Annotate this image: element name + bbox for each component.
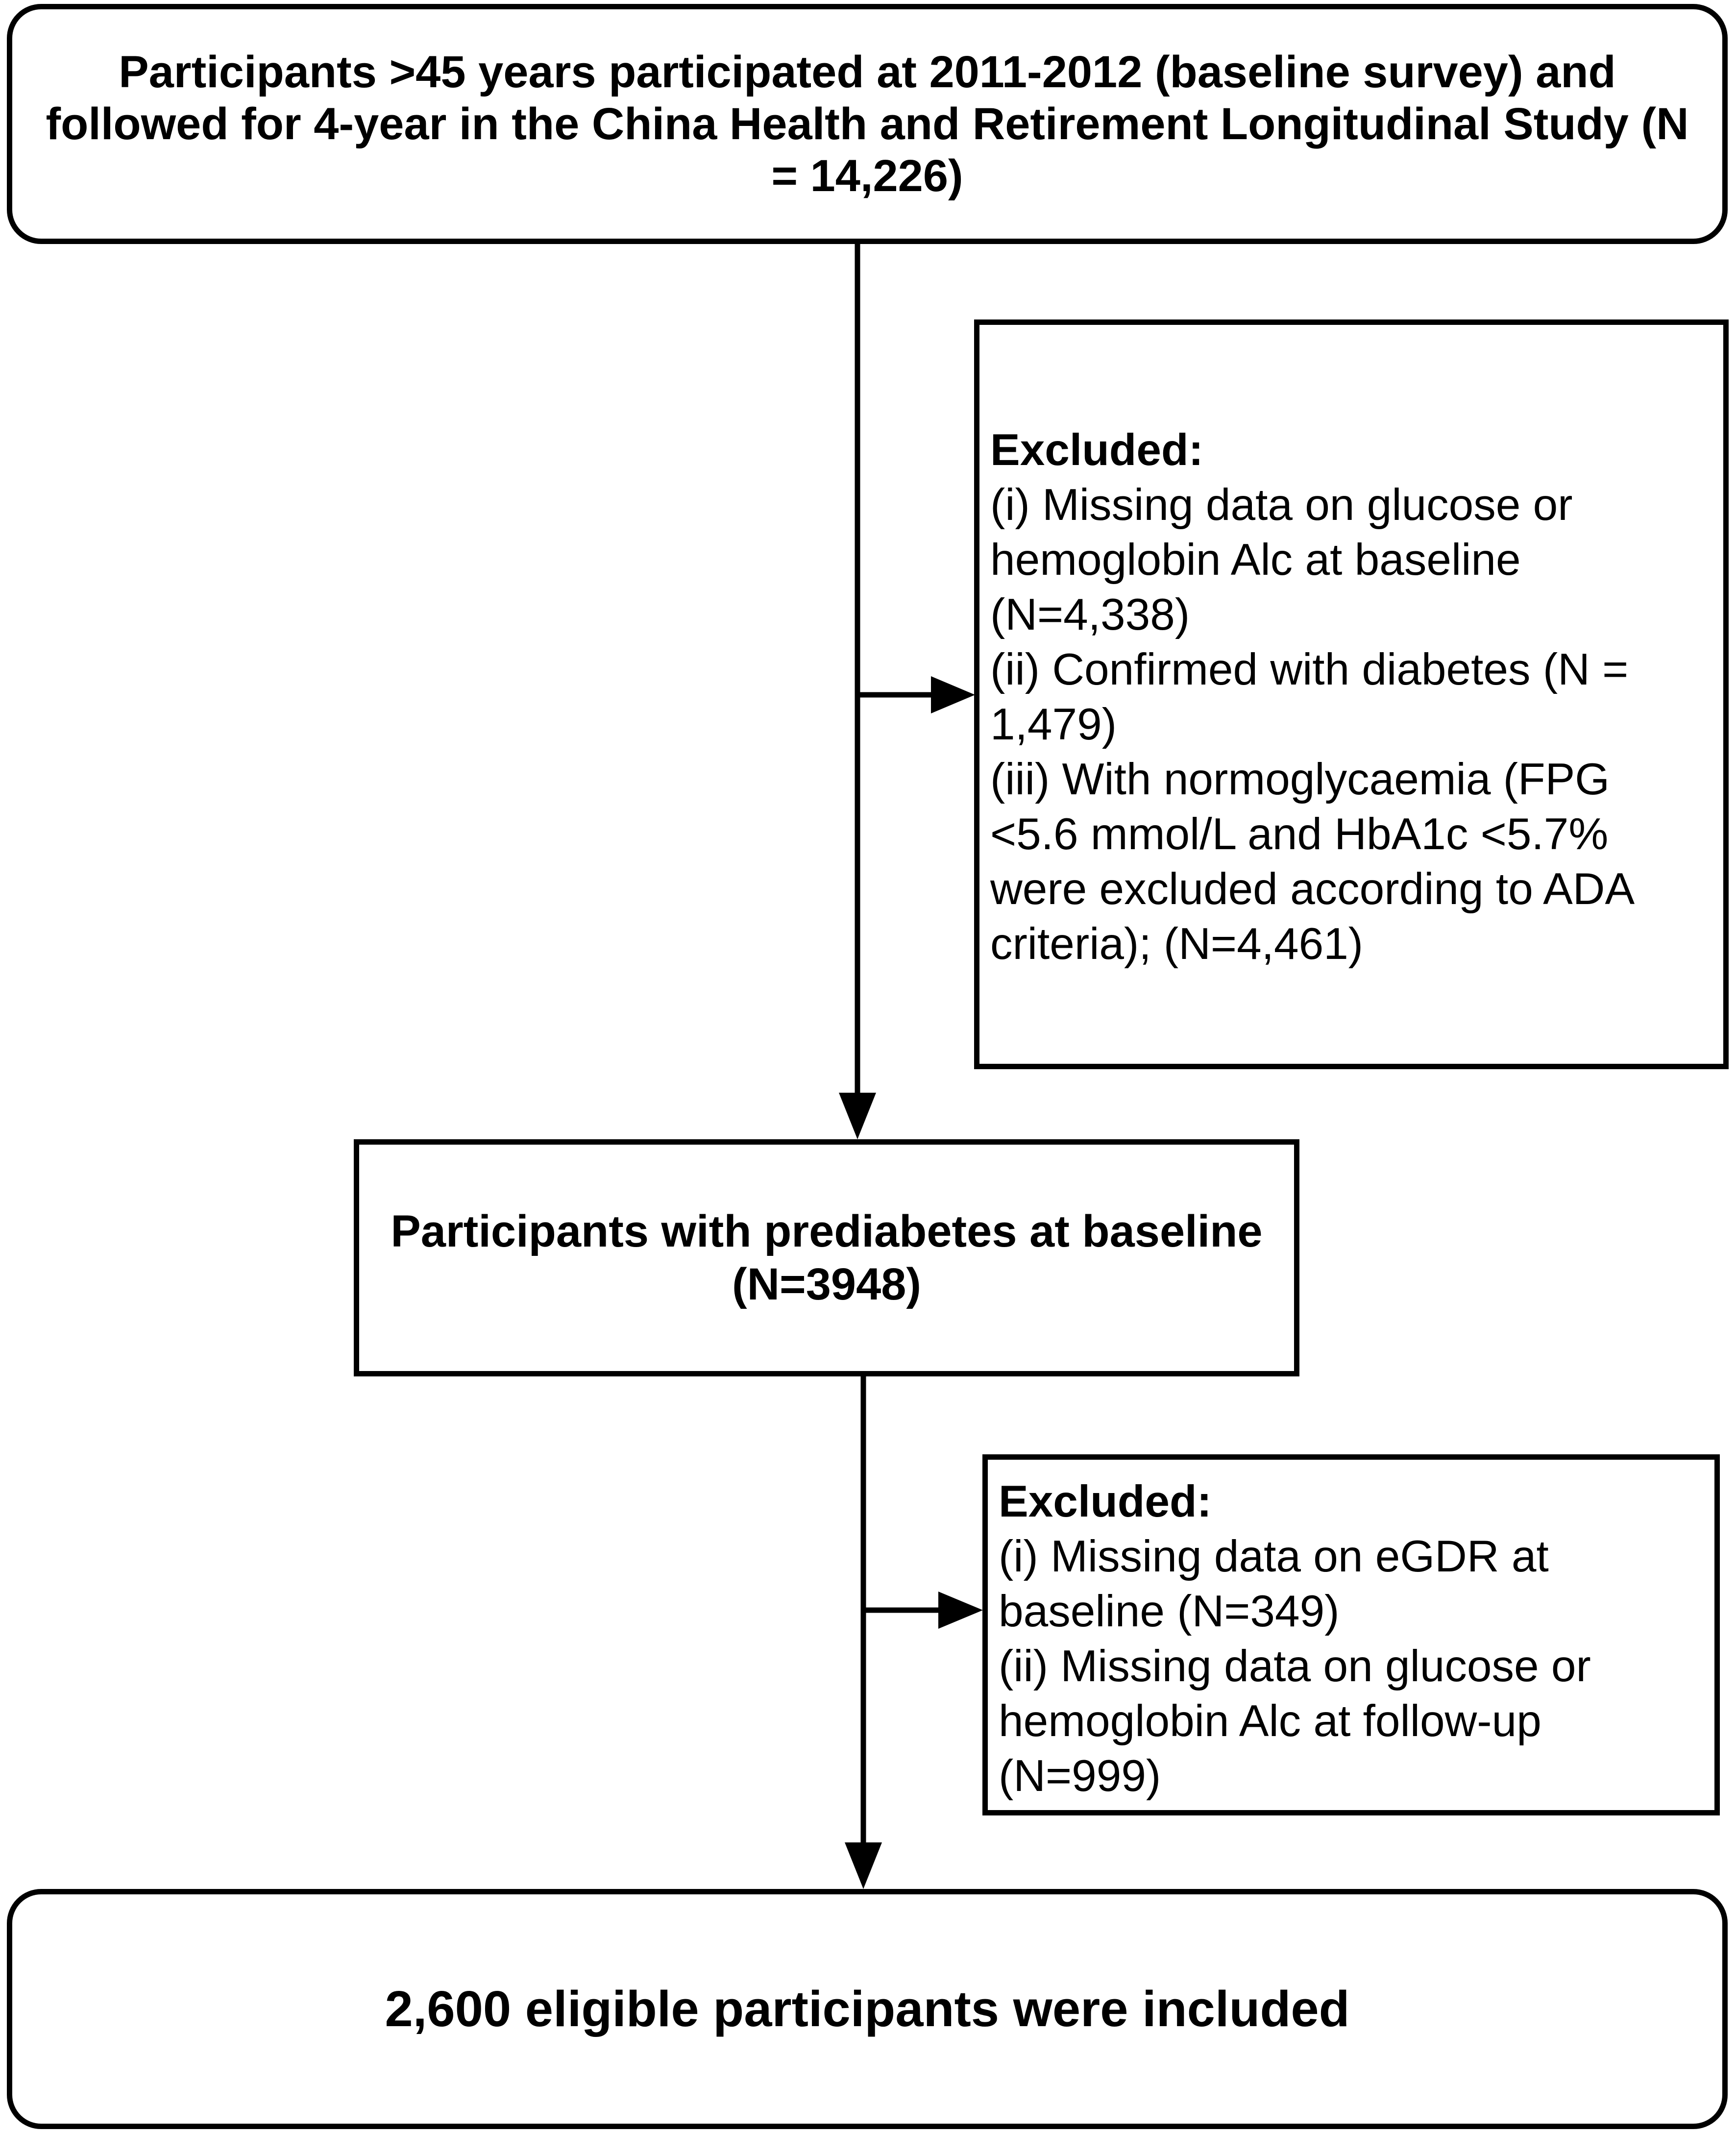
exclusion-2-line-2: baseline (N=349) (999, 1587, 1340, 1636)
exclusion-2-line-5: (N=999) (999, 1751, 1161, 1801)
exclusion-1-line-7: <5.6 mmol/L and HbA1c <5.7% (990, 809, 1609, 859)
prediabetes-line-1: Participants with prediabetes at baselin… (391, 1206, 1263, 1256)
arrowhead-down-1 (839, 1093, 876, 1139)
exclusion-1-heading: Excluded: (990, 425, 1203, 475)
flow-box-exclusion-2: Excluded: (i) Missing data on eGDR at ba… (982, 1454, 1720, 1815)
exclusion-2-line-1: (i) Missing data on eGDR at (999, 1532, 1549, 1581)
exclusion-2-heading: Excluded: (999, 1477, 1212, 1526)
exclusion-1-line-2: hemoglobin Alc at baseline (990, 535, 1521, 585)
exclusion-1-line-9: criteria); (N=4,461) (990, 919, 1364, 969)
exclusion-1-line-4: (ii) Confirmed with diabetes (N = (990, 645, 1629, 694)
exclusion-1-line-1: (i) Missing data on glucose or (990, 480, 1573, 530)
baseline-line-2: followed for 4-year in the China Health … (46, 99, 1689, 149)
flow-box-baseline-participants: Participants >45 years participated at 2… (7, 4, 1728, 244)
baseline-line-1: Participants >45 years participated at 2… (119, 47, 1616, 97)
exclusion-1-line-8: were excluded according to ADA (990, 864, 1635, 914)
flow-box-exclusion-1: Excluded: (i) Missing data on glucose or… (974, 319, 1729, 1069)
arrowhead-right-1 (931, 676, 975, 713)
prediabetes-line-2: (N=3948) (732, 1259, 922, 1309)
flow-box-eligible-participants: 2,600 eligible participants were include… (7, 1889, 1728, 2129)
arrowhead-right-2 (938, 1592, 983, 1629)
exclusion-2-line-4: hemoglobin Alc at follow-up (999, 1696, 1541, 1746)
flow-box-prediabetes: Participants with prediabetes at baselin… (354, 1139, 1299, 1376)
exclusion-1-line-5: 1,479) (990, 700, 1117, 749)
arrowhead-down-2 (845, 1842, 882, 1889)
exclusion-1-line-3: (N=4,338) (990, 590, 1190, 639)
baseline-line-3: = 14,226) (771, 151, 963, 201)
exclusion-2-line-3: (ii) Missing data on glucose or (999, 1642, 1591, 1691)
exclusion-1-line-6: (iii) With normoglycaemia (FPG (990, 755, 1610, 804)
eligible-participants-text: 2,600 eligible participants were include… (385, 1981, 1350, 2037)
